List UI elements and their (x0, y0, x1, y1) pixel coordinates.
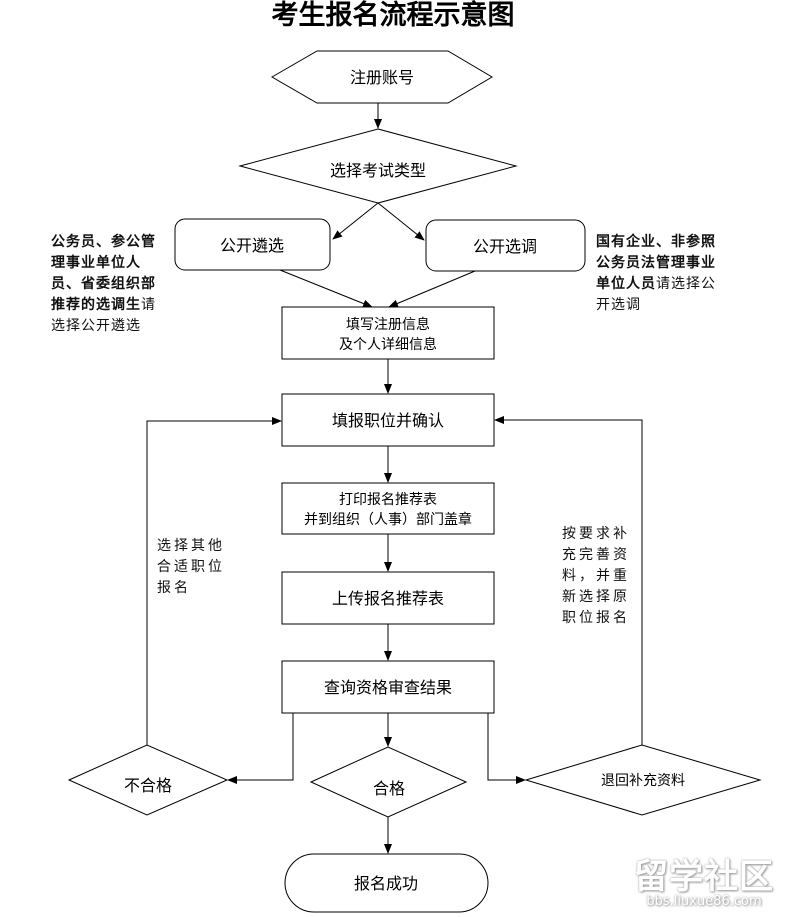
note-fail-loop: 选择其他合适职位报名 (157, 538, 225, 596)
node-pass-label: 合格 (373, 779, 405, 798)
edge-selection-to-fill (279, 269, 373, 308)
node-apply-position-label: 填报职位并确认 (332, 411, 444, 430)
edge-type-to-transfer (377, 202, 425, 241)
diagram-title: 考生报名流程示意图 (272, 0, 515, 31)
edge-check-to-fail (227, 713, 294, 784)
node-success: 报名成功 (284, 853, 489, 913)
note-right-category: 国有企业、非参照公务员法管理事业单位人员请选择公开选调 (596, 232, 720, 316)
node-print-form: 打印报名推荐表 并到组织（人事）部门盖章 (281, 482, 495, 535)
node-success-label: 报名成功 (354, 874, 418, 893)
note-right-normal: 请选择公开选调 (596, 276, 716, 313)
node-open-transfer-label: 公开选调 (473, 237, 537, 256)
node-register-label: 注册账号 (350, 68, 414, 87)
note-return-loop: 按要求补充完善资料，并重新选择原职位报名 (562, 526, 630, 626)
node-upload-form: 上传报名推荐表 (281, 571, 495, 625)
node-check-result: 查询资格审查结果 (281, 660, 495, 714)
note-left-bold: 公务员、参公管理事业单位人员、省委组织部推荐的选调生 (51, 234, 156, 313)
note-left-normal: 请选择公开遴选 (51, 297, 156, 334)
node-fill-info-line1: 填写注册信息 (346, 316, 430, 333)
edge-check-to-return (487, 713, 526, 784)
node-fail: 不合格 (67, 744, 229, 816)
watermark: 留学社区 bbs.liuxue86.com (634, 859, 774, 909)
edge-transfer-to-fill (388, 270, 476, 308)
node-fill-info: 填写注册信息 及个人详细信息 (281, 306, 495, 360)
node-fill-info-line2: 及个人详细信息 (339, 336, 437, 353)
note-right-bold: 国有企业、非参照公务员法管理事业单位人员 (596, 234, 716, 292)
node-register: 注册账号 (271, 50, 493, 104)
node-return-label: 退回补充资料 (601, 773, 685, 789)
node-print-line1: 打印报名推荐表 (339, 491, 437, 508)
node-open-transfer: 公开选调 (425, 219, 586, 272)
node-fail-label: 不合格 (124, 776, 172, 795)
node-apply-position: 填报职位并确认 (281, 393, 495, 447)
watermark-url: bbs.liuxue86.com (646, 894, 762, 909)
node-return-supplement: 退回补充资料 (524, 744, 762, 816)
node-choose-type-label: 选择考试类型 (330, 161, 426, 180)
edge-type-to-selection (332, 202, 379, 240)
node-print-line2: 并到组织（人事）部门盖章 (304, 511, 472, 528)
node-upload-label: 上传报名推荐表 (332, 589, 444, 608)
node-pass: 合格 (309, 746, 468, 818)
watermark-logo: 留学社区 (634, 857, 774, 897)
node-choose-type: 选择考试类型 (238, 128, 518, 204)
node-open-selection-label: 公开遴选 (220, 236, 284, 255)
note-left-category: 公务员、参公管理事业单位人员、省委组织部推荐的选调生请选择公开遴选 (51, 232, 169, 337)
node-open-selection: 公开遴选 (174, 218, 331, 271)
edge-return-loop-to-apply (494, 416, 643, 745)
node-check-result-label: 查询资格审查结果 (324, 678, 452, 697)
edge-fail-loop-to-apply (146, 417, 282, 745)
